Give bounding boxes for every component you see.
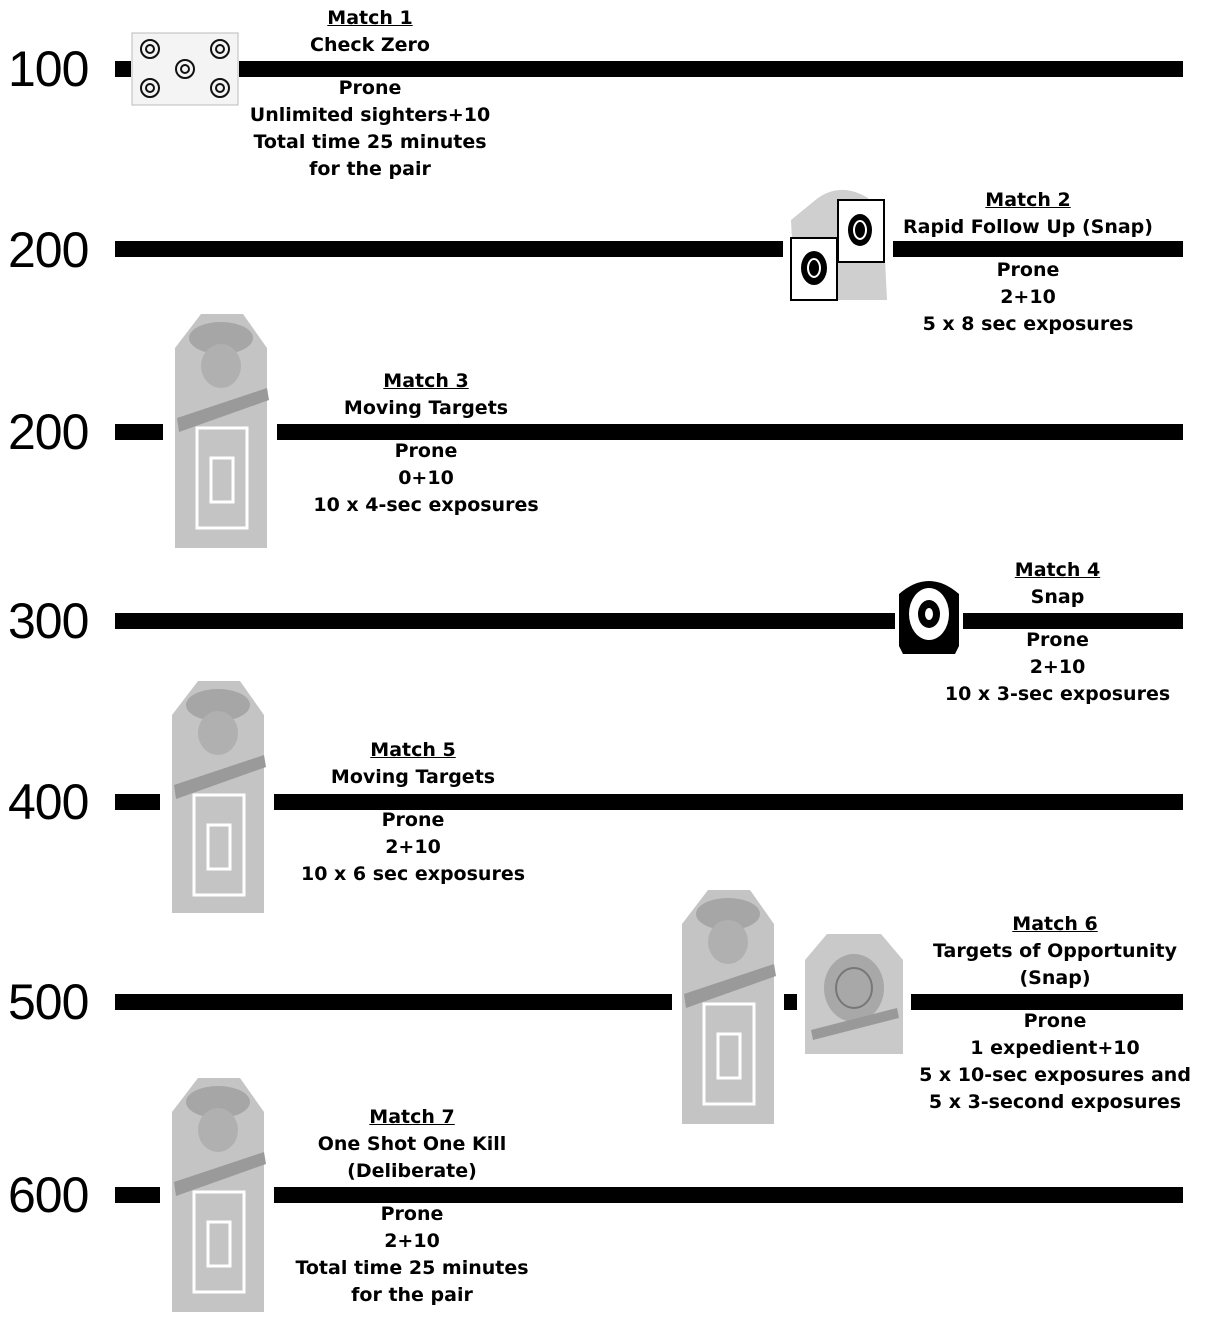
detail-line: 2+10 xyxy=(385,836,441,858)
match-subtitle: (Deliberate) xyxy=(347,1160,477,1182)
detail-line: Prone xyxy=(996,259,1060,281)
detail-line: 5 x 8 sec exposures xyxy=(922,313,1134,335)
match-title: Match 5 xyxy=(370,739,456,761)
match-info: Match 3 Moving Targets Prone 0+10 10 x 4… xyxy=(296,368,556,519)
detail-line: 10 x 4-sec exposures xyxy=(313,494,539,516)
match-subtitle: Check Zero xyxy=(310,34,430,56)
match-title: Match 6 xyxy=(1012,913,1098,935)
range-line xyxy=(115,424,1183,440)
detail-line: 2+10 xyxy=(1029,656,1086,678)
range-line xyxy=(115,1187,1183,1203)
match-details: Prone 2+10 Total time 25 minutes for the… xyxy=(282,1201,542,1309)
detail-line: 10 x 3-sec exposures xyxy=(944,683,1171,705)
match-subtitle: One Shot One Kill xyxy=(317,1133,507,1155)
multi-bullseye-target-icon xyxy=(131,32,239,106)
distance-label: 500 xyxy=(8,974,89,1030)
match-title: Match 7 xyxy=(369,1106,455,1128)
match-info: Match 2 Rapid Follow Up (Snap) Prone 2+1… xyxy=(893,187,1163,338)
detail-line: for the pair xyxy=(309,158,431,180)
detail-line: Unlimited sighters+10 xyxy=(249,104,491,126)
match-details: Prone Unlimited sighters+10 Total time 2… xyxy=(230,75,510,183)
match-info: Match 7 One Shot One Kill (Deliberate) P… xyxy=(282,1104,542,1309)
match-title: Match 2 xyxy=(985,189,1071,211)
double-bullseye-target-icon xyxy=(783,180,893,305)
range-line xyxy=(115,994,1183,1010)
match-subtitle: (Snap) xyxy=(1019,967,1091,989)
range-line xyxy=(115,241,1183,257)
match-details: Prone 2+10 10 x 6 sec exposures xyxy=(288,807,538,888)
match-subtitle: Moving Targets xyxy=(343,397,509,419)
range-line xyxy=(115,61,1183,77)
detail-line: 0+10 xyxy=(398,467,454,489)
detail-line: 10 x 6 sec exposures xyxy=(300,863,526,885)
detail-line: for the pair xyxy=(351,1284,473,1306)
distance-label: 400 xyxy=(8,774,89,830)
detail-line: 2+10 xyxy=(384,1230,440,1252)
match-subtitle: Rapid Follow Up (Snap) xyxy=(903,216,1153,238)
soldier-figure-target-icon xyxy=(163,308,277,558)
match-subtitle: Targets of Opportunity xyxy=(932,940,1178,962)
detail-line: Prone xyxy=(380,1203,444,1225)
detail-line: Prone xyxy=(338,77,402,99)
match-details: Prone 2+10 10 x 3-sec exposures xyxy=(935,627,1180,708)
detail-line: 5 x 10-sec exposures and xyxy=(919,1064,1191,1086)
soldier-figure-target-icon xyxy=(160,675,274,923)
detail-line: Prone xyxy=(1026,629,1089,651)
match-title: Match 4 xyxy=(1014,559,1101,581)
match-info: Match 5 Moving Targets Prone 2+10 10 x 6… xyxy=(288,737,538,888)
match-details: Prone 1 expedient+10 5 x 10-sec exposure… xyxy=(905,1008,1205,1116)
detail-line: Prone xyxy=(381,809,445,831)
detail-line: Total time 25 minutes xyxy=(253,131,487,153)
match-title: Match 1 xyxy=(327,7,413,29)
match-details: Prone 0+10 10 x 4-sec exposures xyxy=(296,438,556,519)
distance-label: 100 xyxy=(8,41,89,97)
detail-line: Prone xyxy=(1023,1010,1087,1032)
snap-bullseye-target-icon xyxy=(895,572,963,656)
distance-label: 600 xyxy=(8,1167,89,1223)
match-title: Match 3 xyxy=(383,370,469,392)
distance-label: 300 xyxy=(8,593,89,649)
range-line xyxy=(115,794,1183,810)
match-subtitle: Moving Targets xyxy=(330,766,496,788)
match-details: Prone 2+10 5 x 8 sec exposures xyxy=(893,257,1163,338)
match-info: Match 6 Targets of Opportunity (Snap) Pr… xyxy=(905,911,1205,1116)
detail-line: 1 expedient+10 xyxy=(970,1037,1140,1059)
soldier-bust-target-icon xyxy=(797,930,911,1058)
distance-label: 200 xyxy=(8,404,89,460)
match-subtitle: Snap xyxy=(1030,586,1085,608)
detail-line: Prone xyxy=(394,440,458,462)
soldier-figure-target-icon xyxy=(672,884,784,1132)
detail-line: Total time 25 minutes xyxy=(295,1257,529,1279)
match-info: Match 1 Check Zero Prone Unlimited sight… xyxy=(230,5,510,183)
distance-label: 200 xyxy=(8,222,89,278)
soldier-figure-target-icon xyxy=(160,1072,274,1317)
detail-line: 5 x 3-second exposures xyxy=(928,1091,1182,1113)
detail-line: 2+10 xyxy=(1000,286,1056,308)
match-info: Match 4 Snap Prone 2+10 10 x 3-sec expos… xyxy=(935,557,1180,708)
